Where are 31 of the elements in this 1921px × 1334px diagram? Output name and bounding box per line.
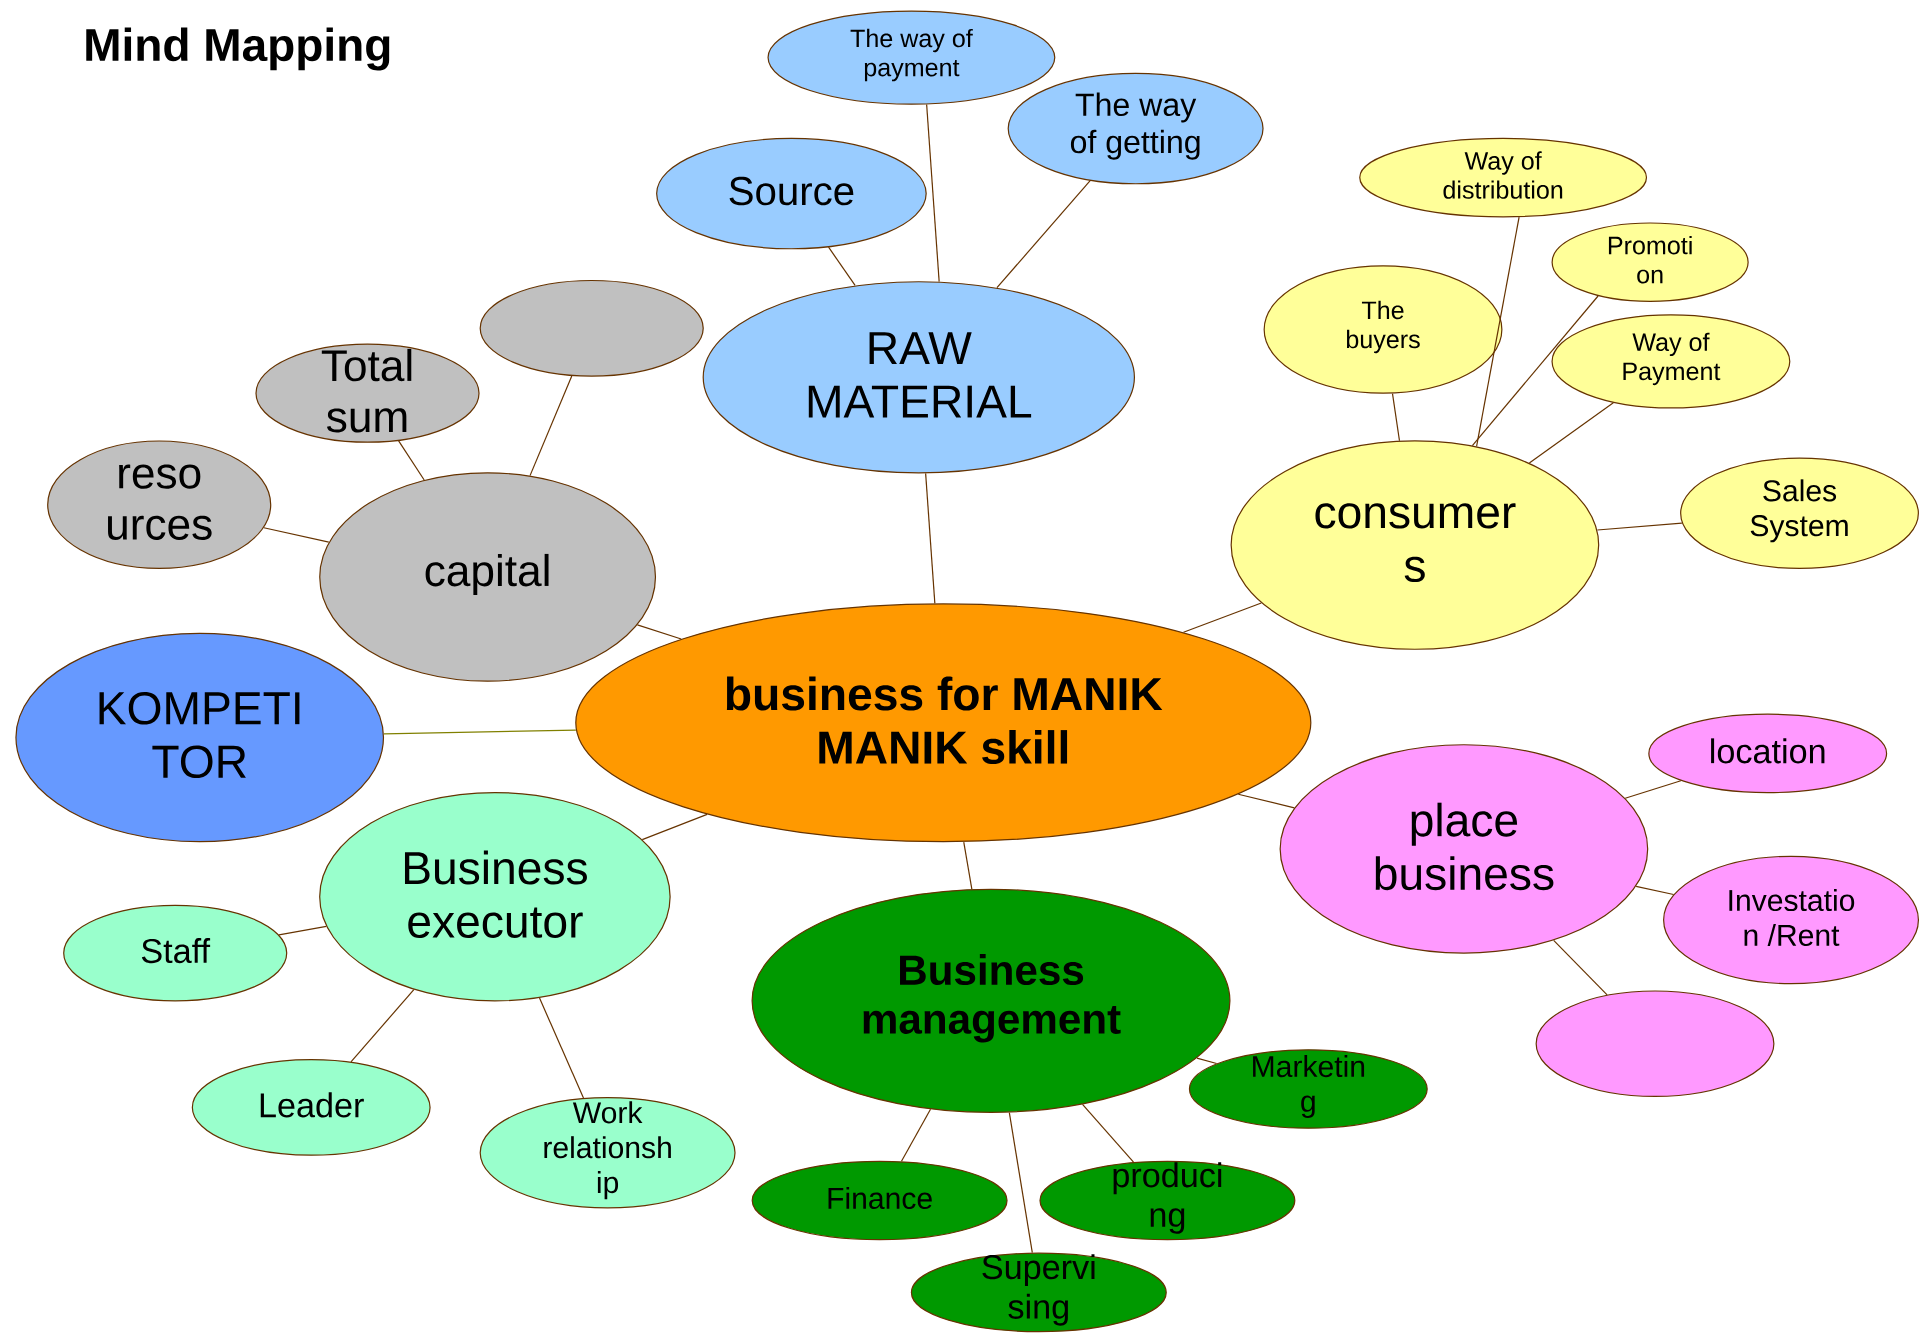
connector-line [925,472,936,604]
connector-line [926,103,940,283]
connector-line [1081,1103,1135,1163]
connector-line [1553,939,1608,996]
connector-line [1596,522,1683,531]
empty-ellipse [1535,990,1775,1097]
empty-ellipse [479,279,704,377]
connector-line [1391,393,1401,442]
connector-line [1471,295,1599,447]
connector-line [538,997,585,1099]
connector-line [636,624,682,640]
connector-line [383,729,577,735]
connector-line [1528,402,1614,464]
connector-line [996,180,1091,289]
connector-line [263,527,330,543]
connector-line [278,925,327,936]
connector-line [529,375,573,477]
connector-line [828,246,856,287]
connector-line [350,989,415,1063]
connector-line [1476,216,1520,447]
connector-line [1635,885,1675,896]
connector-line [398,440,425,481]
connector-line [1008,1112,1033,1254]
connector-line [1624,780,1682,799]
connector-line [963,841,973,890]
connector-line [1237,793,1295,809]
connector-line [641,813,708,841]
connector-line [900,1108,932,1162]
connector-line [1182,602,1262,633]
title: Mind Mapping [86,27,390,71]
connector-line [1196,1057,1218,1065]
